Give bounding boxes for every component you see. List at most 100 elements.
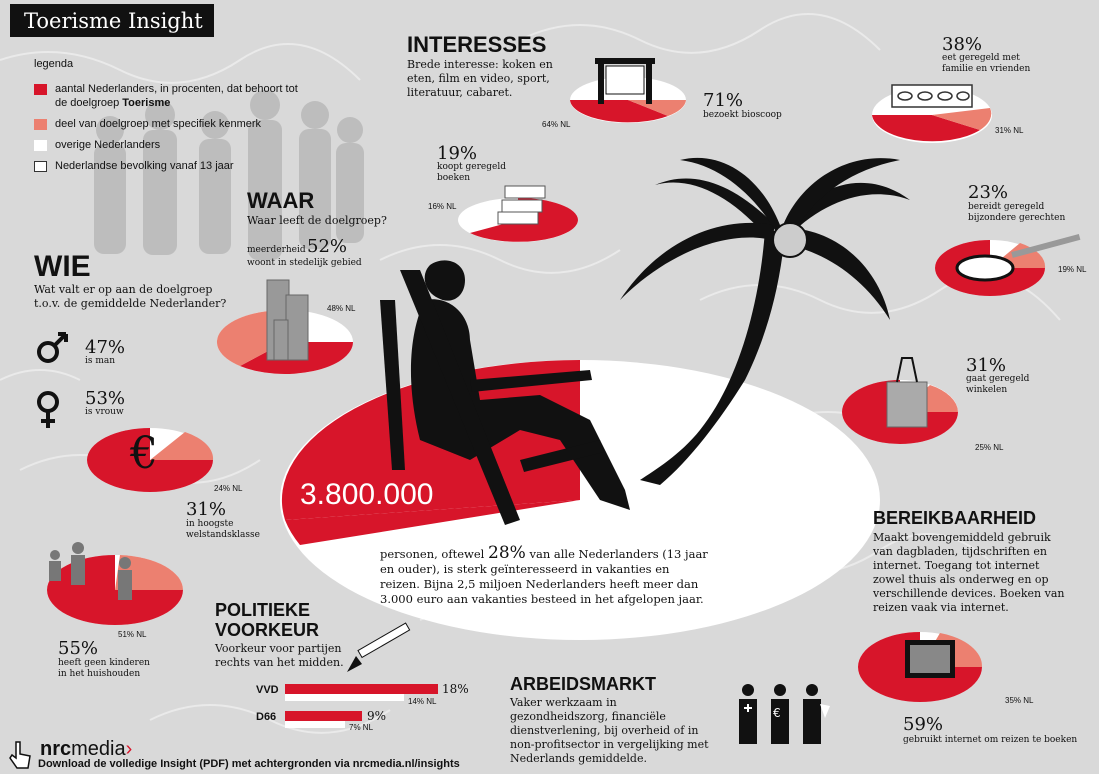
legend-item-overige: overige Nederlanders <box>34 138 304 152</box>
wie-heading: WIE <box>34 250 91 283</box>
vrouw-pct: 53% <box>85 388 126 409</box>
boeken-pct: 19% <box>437 143 478 164</box>
familie-pct: 38% <box>942 34 983 55</box>
gender-icons <box>37 332 68 428</box>
politiek-heading-2: VOORKEUR <box>215 620 320 640</box>
internet-pie <box>858 632 983 702</box>
books-icon <box>497 185 546 225</box>
legend-swatch-white <box>34 140 47 151</box>
euro-icon: € <box>129 428 158 479</box>
politiek-text: Voorkeur voor partijen rechts van het mi… <box>215 642 344 669</box>
female-icon <box>37 391 59 413</box>
man-label: is man <box>85 356 116 366</box>
family-icon <box>49 542 132 600</box>
page-title: Toerisme Insight <box>10 4 214 37</box>
gerechten-nl: 19% NL <box>1058 265 1087 274</box>
dinner-table-icon <box>891 84 973 108</box>
d66-nl: 7% NL <box>349 723 374 732</box>
winkelen-pie <box>842 357 958 444</box>
bereik-pct: 59% <box>903 714 944 735</box>
film-label: bezoekt bioscoop <box>703 110 782 120</box>
film-pct: 71% <box>703 90 744 111</box>
film-pie <box>570 58 686 123</box>
waar-pie <box>216 279 353 375</box>
waar-question: Waar leeft de doelgroep? <box>247 214 387 227</box>
legend-swatch-salmon <box>34 119 47 130</box>
brand-logo[interactable]: nrcmedia› <box>40 738 133 760</box>
bereik-nl: 35% NL <box>1005 696 1034 705</box>
wie-question: Wat valt er op aan de doelgroep t.o.v. d… <box>34 283 227 310</box>
arbeid-heading: ARBEIDSMARKT <box>510 674 656 694</box>
euro-coin-icon <box>772 222 808 258</box>
winkelen-label: gaat geregeld winkelen <box>966 374 1030 395</box>
legend-item-bevolking: Nederlandse bevolking vanaf 13 jaar <box>34 159 304 173</box>
cursor-icon <box>8 740 34 770</box>
waar-label: woont in stedelijk gebied <box>247 258 362 268</box>
bereik-heading: BEREIKBAARHEID <box>873 508 1037 528</box>
svg-text:€: € <box>773 706 781 720</box>
man-pct: 47% <box>85 337 126 358</box>
kinderen-label: heeft geen kinderen in het huishouden <box>58 658 150 679</box>
legend-item-kenmerk: deel van doelgroep met specifiek kenmerk <box>34 117 304 131</box>
legend-label: legenda <box>34 58 74 70</box>
vvd-pct: 18% <box>442 682 469 696</box>
arbeid-text: Vaker werkzaam in gezondheidszorg, finan… <box>510 696 709 765</box>
familie-nl: 31% NL <box>995 126 1024 135</box>
film-nl: 64% NL <box>542 120 571 129</box>
legend-swatch-red <box>34 84 47 95</box>
waar-pct: 52% <box>307 236 348 257</box>
welstand-nl: 24% NL <box>214 484 243 493</box>
interesses-text: Brede interesse: koken en eten, film en … <box>407 58 553 99</box>
bereik-label: gebruikt internet om reizen te boeken <box>903 735 1078 745</box>
bereik-text: Maakt bovengemiddeld gebruik van dagblad… <box>873 531 1065 614</box>
politiek-heading-1: POLITIEKE <box>215 600 311 620</box>
pencil-icon <box>347 622 411 672</box>
frying-pan-icon <box>955 233 1081 282</box>
party-name-d66: D66 <box>256 711 277 723</box>
familie-pie <box>872 84 992 143</box>
download-link[interactable]: Download de volledige Insight (PDF) met … <box>38 758 460 770</box>
legend-text: deel van doelgroep met specifiek kenmerk <box>55 118 262 130</box>
waar-heading: WAAR <box>247 188 315 213</box>
gerechten-pie <box>935 233 1081 296</box>
bar-d66 <box>285 711 362 721</box>
bar-d66-nl <box>285 721 345 728</box>
legend-text: aantal Nederlanders, in procenten, dat b… <box>55 83 298 109</box>
deckchair-person-icon <box>380 260 630 525</box>
vrouw-label: is vrouw <box>85 407 124 417</box>
vvd-nl: 14% NL <box>408 697 437 706</box>
legend-item-doelgroep: aantal Nederlanders, in procenten, dat b… <box>34 82 304 110</box>
waar-nl: 48% NL <box>327 304 356 313</box>
winkelen-nl: 25% NL <box>975 443 1004 452</box>
interesses-heading: INTERESSES <box>407 32 547 57</box>
welstand-pct: 31% <box>186 499 227 520</box>
winkelen-pct: 31% <box>966 355 1007 376</box>
boeken-nl: 16% NL <box>428 202 457 211</box>
buildings-icon <box>266 279 309 361</box>
workers-icon: € <box>739 684 830 744</box>
gerechten-pct: 23% <box>968 182 1009 203</box>
gerechten-label: bereidt geregeld bijzondere gerechten <box>968 202 1066 223</box>
kinderen-pct: 55% <box>58 638 99 659</box>
legend-text: Nederlandse bevolking vanaf 13 jaar <box>55 160 234 172</box>
party-name-vvd: VVD <box>256 684 279 696</box>
d66-pct: 9% <box>367 709 387 723</box>
kinderen-pie <box>47 542 184 625</box>
laptop-icon <box>905 640 955 678</box>
kinderen-nl: 51% NL <box>118 630 147 639</box>
boeken-pie <box>458 185 578 242</box>
bar-vvd <box>285 684 438 694</box>
waar-pre: meerderheid <box>247 245 306 255</box>
welstand-pie: € <box>87 428 214 492</box>
shopping-bag-icon <box>886 357 928 428</box>
legend-text: overige Nederlanders <box>55 139 161 151</box>
legend-swatch-outline <box>34 161 47 172</box>
welstand-label: in hoogste welstandsklasse <box>186 519 260 540</box>
bar-vvd-nl <box>285 694 404 701</box>
male-icon <box>37 341 59 363</box>
main-number: 3.800.000 <box>300 478 434 511</box>
boeken-label: koopt geregeld boeken <box>437 162 506 183</box>
cinema-icon <box>595 58 655 104</box>
